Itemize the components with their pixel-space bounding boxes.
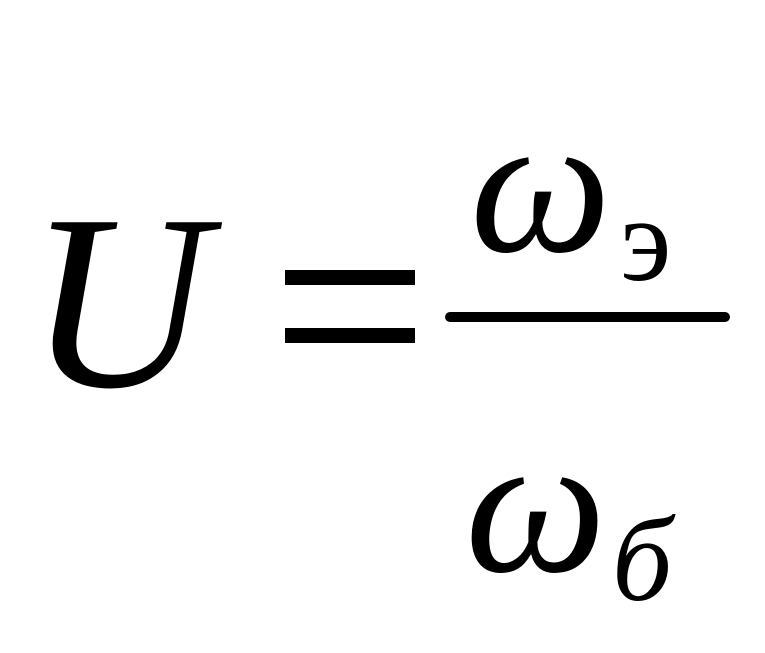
fraction-bar (445, 312, 730, 322)
equals-sign-top-stroke (285, 270, 415, 285)
denominator-subscript: б (612, 493, 673, 626)
equals-sign-bottom-stroke (285, 328, 415, 343)
numerator-subscript: э (620, 173, 672, 306)
numerator-omega: ω (470, 74, 612, 295)
variable-u: U (28, 164, 209, 441)
denominator-omega: ω (465, 394, 607, 615)
